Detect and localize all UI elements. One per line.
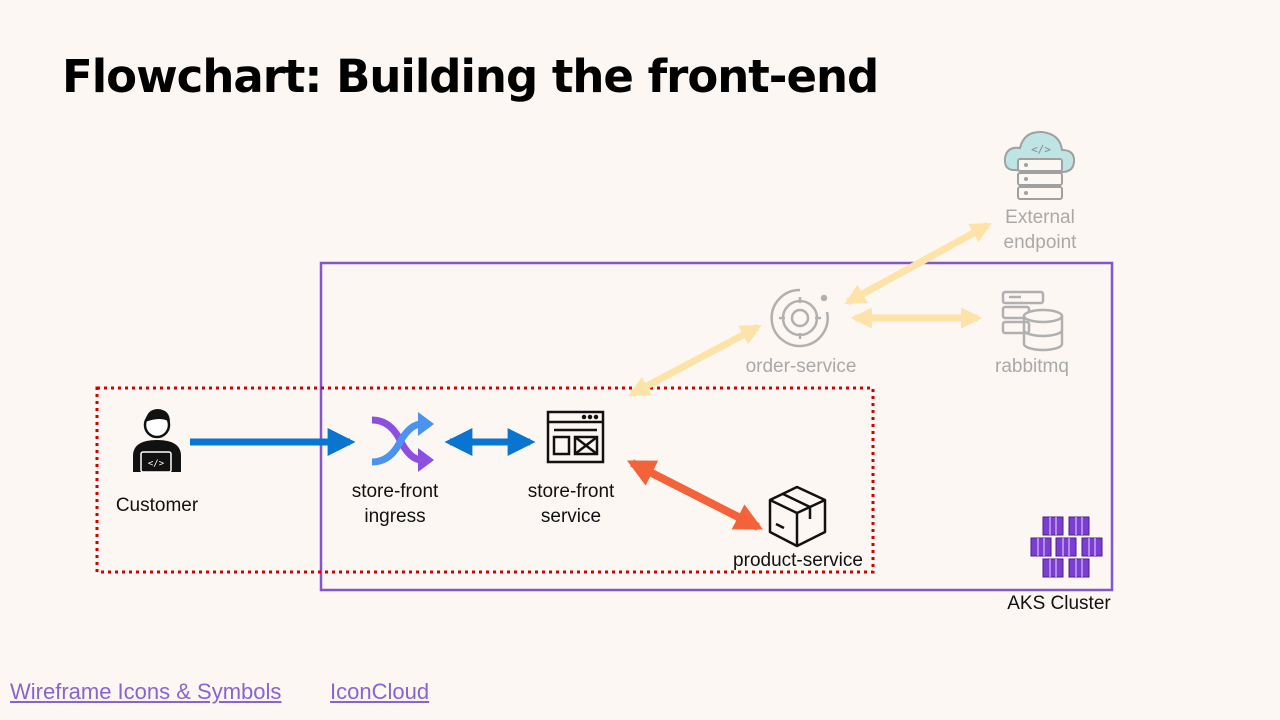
server-database-icon bbox=[1001, 290, 1064, 352]
aks-cluster-label: AKS Cluster bbox=[1007, 593, 1111, 614]
iconcloud-link[interactable]: IconCloud bbox=[330, 679, 430, 704]
external-endpoint-label: External endpoint bbox=[1003, 207, 1077, 253]
aks-cluster-boundary bbox=[319, 261, 1114, 592]
svg-text:</>: </> bbox=[148, 459, 165, 469]
svg-text:</>: </> bbox=[1031, 143, 1051, 156]
storefront-service-label: store-front service bbox=[527, 481, 615, 527]
customer-icon: </> bbox=[133, 409, 181, 473]
package-box-icon bbox=[768, 485, 827, 548]
wireframe-icons-link[interactable]: Wireframe Icons & Symbols bbox=[10, 679, 282, 704]
arrow-storefront-order bbox=[628, 323, 762, 398]
gear-icon bbox=[770, 288, 829, 348]
product-service-label: product-service bbox=[733, 550, 863, 571]
browser-window-icon bbox=[546, 410, 605, 464]
cloud-server-icon: </> bbox=[1003, 130, 1076, 200]
customer-label: Customer bbox=[115, 495, 199, 516]
front-end-highlight-box bbox=[95, 386, 875, 574]
page-title: Flowchart: Building the front-end bbox=[62, 50, 879, 103]
rabbitmq-label: rabbitmq bbox=[995, 356, 1069, 377]
ingress-label: store-front ingress bbox=[351, 481, 439, 527]
arrow-order-external bbox=[844, 221, 992, 306]
order-service-label: order-service bbox=[745, 356, 857, 377]
aks-cluster-icon bbox=[1030, 516, 1103, 578]
ingress-icon bbox=[371, 412, 434, 472]
arrow-storefront-product bbox=[627, 459, 763, 531]
